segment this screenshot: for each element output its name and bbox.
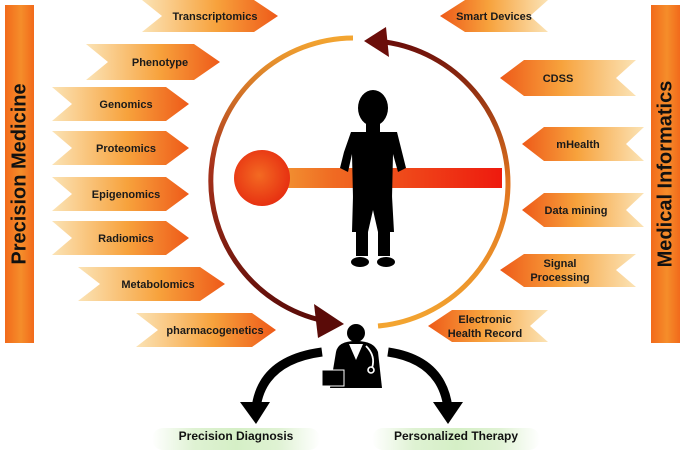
svg-text:Data mining: Data mining (545, 205, 608, 217)
precision-medicine-bar: Precision Medicine (5, 5, 34, 343)
doctor-icon (321, 324, 382, 388)
medical-informatics-title: Medical Informatics (654, 80, 676, 268)
svg-text:Electronic: Electronic (458, 314, 511, 326)
cycle-arc-left (208, 35, 354, 325)
svg-text:Signal: Signal (543, 258, 576, 270)
medical-informatics-bar: Medical Informatics (651, 5, 680, 343)
svg-text:Transcriptomics: Transcriptomics (173, 11, 258, 23)
precision-medicine-title: Precision Medicine (8, 83, 30, 265)
svg-text:Proteomics: Proteomics (96, 143, 156, 155)
svg-text:Metabolomics: Metabolomics (121, 279, 194, 291)
svg-text:Phenotype: Phenotype (132, 57, 188, 69)
personalized-therapy-pill: Personalized Therapy (372, 428, 540, 450)
tag-proteomics: Proteomics (52, 131, 189, 165)
precision-diagnosis-pill: Precision Diagnosis (152, 428, 320, 450)
tag-phenotype: Phenotype (86, 44, 220, 80)
precision-diagnosis-label: Precision Diagnosis (178, 429, 294, 443)
cycle-arrowhead-bottom (314, 304, 344, 338)
tag-pharmacogenetics: pharmacogenetics (136, 313, 276, 347)
arrow-to-diagnosis (251, 347, 323, 409)
arrow-to-therapy-head (433, 402, 463, 424)
svg-text:Processing: Processing (530, 272, 589, 284)
tag-smart-devices: Smart Devices (440, 0, 548, 32)
bar-ball (234, 150, 290, 206)
tag-transcriptomics: Transcriptomics (142, 0, 278, 32)
left-tags: Transcriptomics Phenotype Genomics Prote… (52, 0, 278, 347)
svg-text:pharmacogenetics: pharmacogenetics (166, 325, 263, 337)
tag-mhealth: mHealth (522, 127, 644, 161)
tag-signal-processing: Signal Processing (500, 254, 636, 287)
child-silhouette-icon (340, 90, 406, 267)
tag-electronic-health-record: Electronic Health Record (428, 310, 548, 342)
tag-epigenomics: Epigenomics (52, 177, 189, 211)
right-tags: Smart Devices CDSS mHealth Data mining S… (428, 0, 644, 342)
arrow-to-diagnosis-head (240, 402, 270, 424)
svg-text:mHealth: mHealth (556, 139, 600, 151)
svg-text:Health Record: Health Record (448, 328, 523, 340)
tag-metabolomics: Metabolomics (78, 267, 225, 301)
svg-text:Radiomics: Radiomics (98, 233, 154, 245)
svg-text:Smart Devices: Smart Devices (456, 11, 532, 23)
svg-text:Epigenomics: Epigenomics (92, 189, 160, 201)
arrow-to-therapy (387, 347, 453, 409)
svg-text:CDSS: CDSS (543, 73, 574, 85)
tag-data-mining: Data mining (522, 193, 644, 227)
cycle-arrowhead-top (364, 27, 389, 57)
personalized-therapy-label: Personalized Therapy (393, 429, 519, 443)
tag-radiomics: Radiomics (52, 221, 189, 255)
tag-genomics: Genomics (52, 87, 189, 121)
cycle-arc-right (377, 39, 511, 329)
svg-text:Genomics: Genomics (99, 99, 152, 111)
tag-cdss: CDSS (500, 60, 636, 96)
